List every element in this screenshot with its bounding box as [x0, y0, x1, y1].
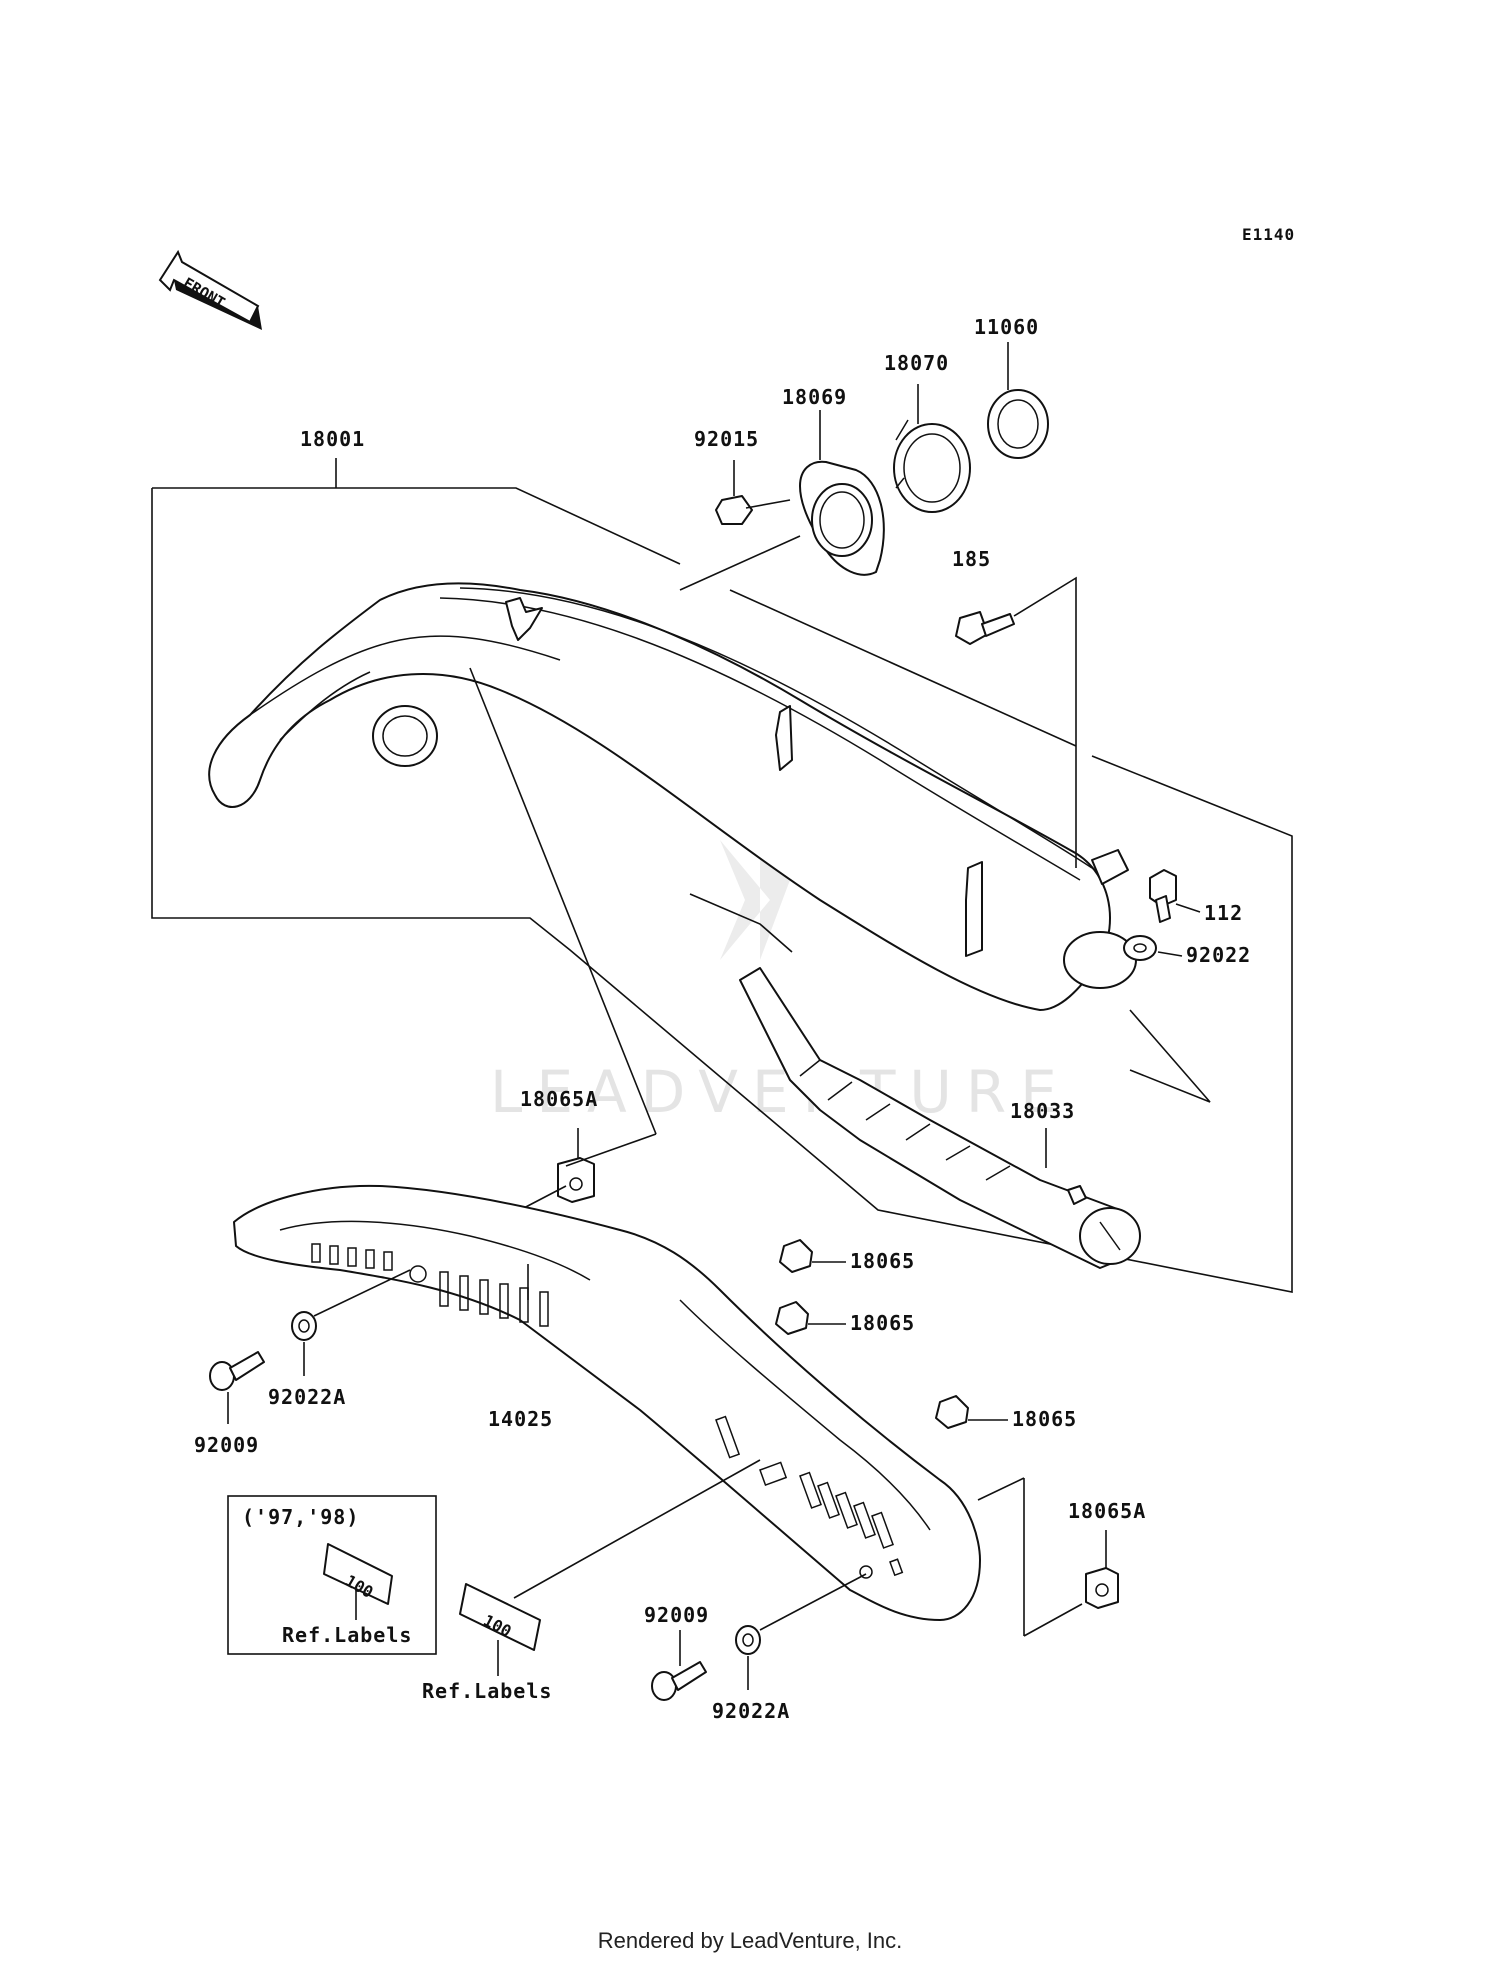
bolt-185 [955, 576, 1077, 868]
watermark: LEADVENTURE [490, 840, 1071, 1126]
label-18070: 18070 [884, 351, 949, 375]
watermark-text: LEADVENTURE [490, 1058, 1071, 1126]
clip-18065A-top [469, 667, 657, 1211]
inset-ref-labels: Ref.Labels [282, 1623, 412, 1647]
inset-box: ('97,'98) 100 Ref.Labels [227, 1495, 437, 1655]
gasket-11060 [987, 342, 1049, 459]
label-18065-a: 18065 [850, 1249, 915, 1273]
label-11060: 11060 [974, 315, 1039, 339]
label-185: 185 [952, 547, 991, 571]
clip-18065-c [935, 1395, 1008, 1429]
flange-18069 [679, 410, 885, 591]
spark-arrester-18033 [689, 893, 1211, 1269]
washer-92022A-left [291, 1269, 411, 1376]
nut-92015 [715, 460, 791, 525]
screw-92009-bottom [651, 1630, 707, 1701]
label-92009-bottom: 92009 [644, 1603, 709, 1627]
label-92015: 92015 [694, 427, 759, 451]
label-14025: 14025 [488, 1407, 553, 1431]
muffler-assembly-18001 [151, 458, 1293, 1293]
front-arrow-icon: FRONT [158, 249, 262, 330]
label-18065-c: 18065 [1012, 1407, 1077, 1431]
footer-credit: Rendered by LeadVenture, Inc. [597, 1928, 903, 1953]
bolt-112 [1149, 869, 1201, 923]
washer-92022 [1123, 935, 1183, 961]
clip-18065A-bottom [977, 1477, 1119, 1637]
ref-label-decal: 100 [459, 1459, 761, 1676]
label-18065-b: 18065 [850, 1311, 915, 1335]
label-18001: 18001 [300, 427, 365, 451]
heat-guard-14025 [233, 1184, 981, 1621]
inset-years: ('97,'98) [242, 1505, 359, 1529]
clip-18065-b [775, 1301, 846, 1335]
label-18065A-bottom: 18065A [1068, 1499, 1146, 1523]
diagram-code: E1140 [1242, 225, 1295, 244]
label-92022: 92022 [1186, 943, 1251, 967]
washer-92022A-bottom [735, 1573, 867, 1690]
screw-92009-left [209, 1351, 265, 1424]
gasket-18070 [893, 384, 971, 513]
label-92022A-left: 92022A [268, 1385, 346, 1409]
label-18069: 18069 [782, 385, 847, 409]
label-18033: 18033 [1010, 1099, 1075, 1123]
label-112: 112 [1204, 901, 1243, 925]
label-92009-left: 92009 [194, 1433, 259, 1457]
label-ref-labels: Ref.Labels [422, 1679, 552, 1703]
clip-18065-a [779, 1239, 846, 1273]
label-92022A-bottom: 92022A [712, 1699, 790, 1723]
label-18065A-top: 18065A [520, 1087, 598, 1111]
